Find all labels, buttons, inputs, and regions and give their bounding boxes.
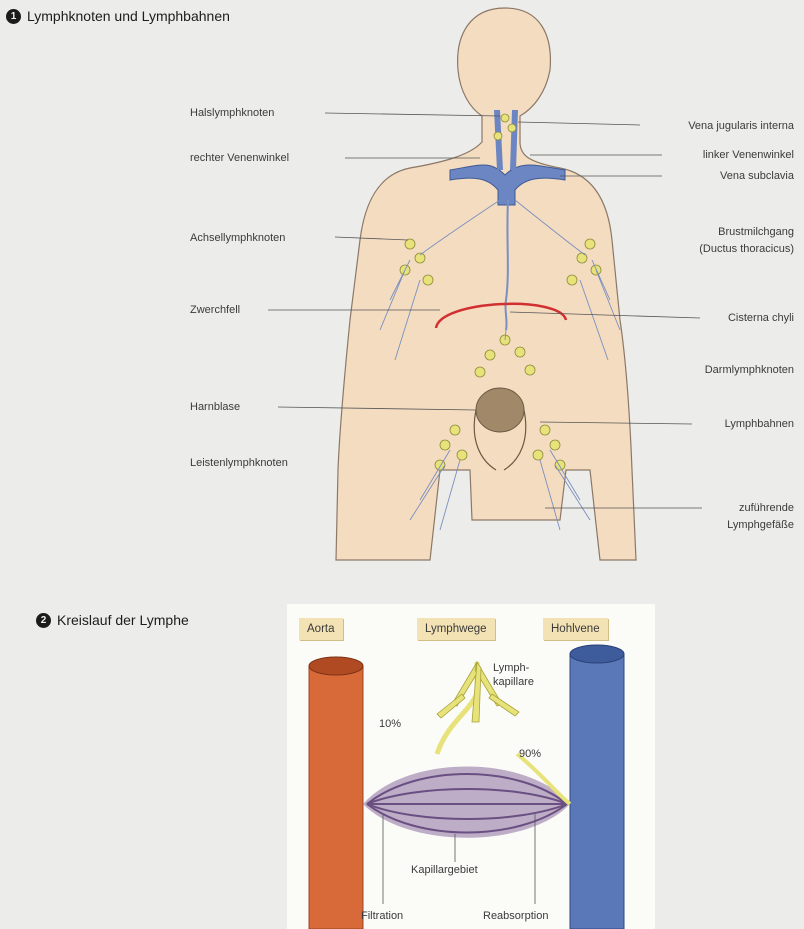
aorta-opening bbox=[309, 657, 363, 675]
bladder-shape bbox=[476, 388, 524, 432]
circulation-illustration bbox=[287, 604, 655, 929]
label-cisterna-chyli: Cisterna chyli bbox=[728, 311, 794, 325]
hohlvene-vessel bbox=[570, 654, 624, 929]
lymphatic-body-illustration bbox=[0, 0, 804, 600]
label-zufuehrende: zuführende bbox=[739, 501, 794, 515]
tag-aorta: Aorta bbox=[299, 618, 343, 640]
capillary-bed bbox=[363, 767, 570, 838]
hohlvene-opening bbox=[570, 645, 624, 663]
tag-hohlvene: Hohlvene bbox=[543, 618, 608, 640]
section-2-title: 2 Kreislauf der Lymphe bbox=[36, 612, 189, 628]
label-kapillare: kapillare bbox=[493, 676, 534, 689]
label-vena-subclavia: Vena subclavia bbox=[720, 169, 794, 183]
section-2-number: 2 bbox=[36, 613, 51, 628]
label-linker-venenwinkel: linker Venenwinkel bbox=[703, 148, 794, 162]
label-lymphbahnen: Lymphbahnen bbox=[725, 417, 794, 431]
label-halslymphknoten: Halslymphknoten bbox=[190, 106, 274, 120]
label-rechter-venenwinkel: rechter Venenwinkel bbox=[190, 151, 289, 165]
label-90-percent: 90% bbox=[519, 748, 541, 761]
tag-lymphwege: Lymphwege bbox=[417, 618, 495, 640]
label-filtration: Filtration bbox=[361, 910, 403, 923]
label-leistenlymphknoten: Leistenlymphknoten bbox=[190, 456, 288, 470]
label-zwerchfell: Zwerchfell bbox=[190, 303, 240, 317]
label-10-percent: 10% bbox=[379, 718, 401, 731]
label-lymph: Lymph- bbox=[493, 662, 529, 675]
lymph-circulation-panel: Aorta Lymphwege Hohlvene Lymph- kapillar… bbox=[287, 604, 655, 929]
label-reabsorption: Reabsorption bbox=[483, 910, 548, 923]
aorta-vessel bbox=[309, 666, 363, 929]
label-brustmilchgang: Brustmilchgang bbox=[718, 225, 794, 239]
label-achsellymphknoten: Achsellymphknoten bbox=[190, 231, 285, 245]
label-harnblase: Harnblase bbox=[190, 400, 240, 414]
body-silhouette bbox=[336, 8, 636, 560]
label-kapillargebiet: Kapillargebiet bbox=[411, 864, 478, 877]
label-darmlymphknoten: Darmlymphknoten bbox=[705, 363, 794, 377]
section-2-title-text: Kreislauf der Lymphe bbox=[57, 612, 189, 628]
label-lymphgefaesse: Lymphgefäße bbox=[727, 518, 794, 532]
label-ductus-thoracicus: (Ductus thoracicus) bbox=[699, 242, 794, 256]
label-vena-jugularis-interna: Vena jugularis interna bbox=[688, 119, 794, 133]
